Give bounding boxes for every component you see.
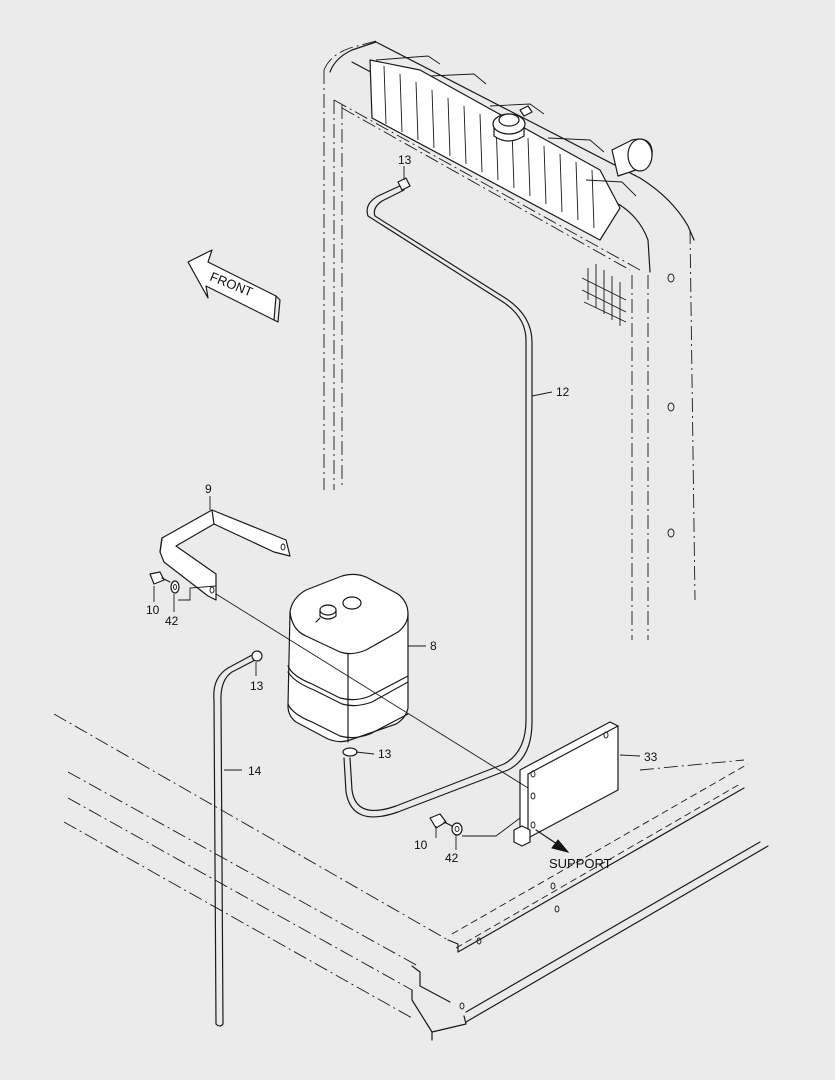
- callout-12: 12: [556, 385, 570, 399]
- callout-9: 9: [205, 482, 212, 496]
- hose-14: [213, 653, 258, 1027]
- chassis-frame: [53, 713, 769, 1041]
- callout-42-upper: 42: [165, 614, 179, 628]
- clamp-13-hose14: [251, 650, 263, 662]
- washer-42-upper: [170, 580, 180, 594]
- radiator-fins: [369, 55, 637, 241]
- callout-labels: 13 12 9 10 42 8 13 13 33 14 10 42 SUPPOR…: [146, 153, 658, 871]
- support-label: SUPPORT: [549, 856, 612, 871]
- bolt-10-lower: [429, 813, 453, 829]
- radiator: [323, 39, 696, 640]
- washer-42-lower: [451, 822, 463, 836]
- callout-42-lower: 42: [445, 851, 459, 865]
- support-plate-33: [513, 721, 619, 847]
- reservoir-tank-8: [287, 573, 409, 743]
- callout-10-lower: 10: [414, 838, 428, 852]
- callout-13-hose14: 13: [250, 679, 264, 693]
- bolt-10-upper: [149, 571, 171, 585]
- callout-13-tank-bottom: 13: [378, 747, 392, 761]
- bracket-9: [159, 509, 291, 601]
- radiator-cap: [492, 105, 533, 142]
- callout-13-top: 13: [398, 153, 412, 167]
- clamp-13-tank-bottom: [342, 747, 358, 757]
- callout-33: 33: [644, 750, 658, 764]
- clamp-13-top: [397, 177, 411, 191]
- support-arrow: [535, 829, 570, 853]
- radiator-grille: [581, 264, 627, 326]
- callout-10-upper: 10: [146, 603, 160, 617]
- callout-14: 14: [248, 764, 262, 778]
- leader-lines: [153, 166, 641, 850]
- hose-12: [343, 183, 533, 818]
- front-arrow: FRONT: [187, 249, 281, 323]
- callout-8: 8: [430, 639, 437, 653]
